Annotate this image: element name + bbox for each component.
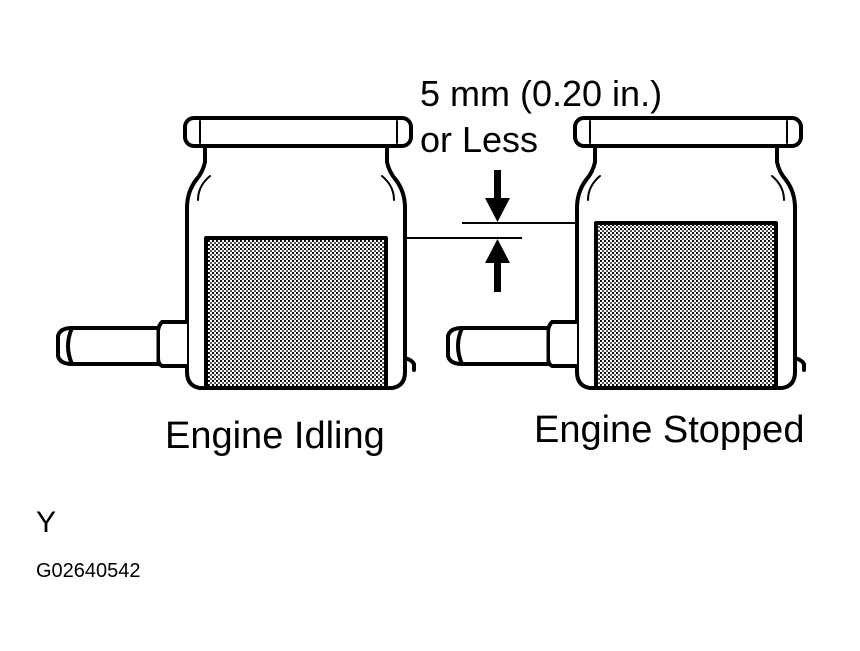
arrow-down-icon xyxy=(485,198,510,222)
reservoir-cap xyxy=(183,116,413,148)
outlet-pipe xyxy=(546,320,579,368)
fluid-level-stopped xyxy=(594,221,778,390)
arrow-up-icon xyxy=(485,239,510,263)
figure-code: G02640542 xyxy=(36,560,141,582)
reservoir-stopped xyxy=(446,116,806,390)
measurement-value-label: 5 mm (0.20 in.) xyxy=(420,73,662,114)
fluid-level-idling xyxy=(204,236,388,390)
level-difference-dimension xyxy=(403,170,575,292)
reservoir-idling xyxy=(56,116,416,390)
measurement-qualifier-label: or Less xyxy=(420,119,538,160)
engine-stopped-caption: Engine Stopped xyxy=(534,409,804,451)
reservoir-cap xyxy=(573,116,803,148)
outlet-pipe xyxy=(156,320,189,368)
engine-idling-caption: Engine Idling xyxy=(165,415,385,457)
corner-letter: Y xyxy=(36,506,56,539)
